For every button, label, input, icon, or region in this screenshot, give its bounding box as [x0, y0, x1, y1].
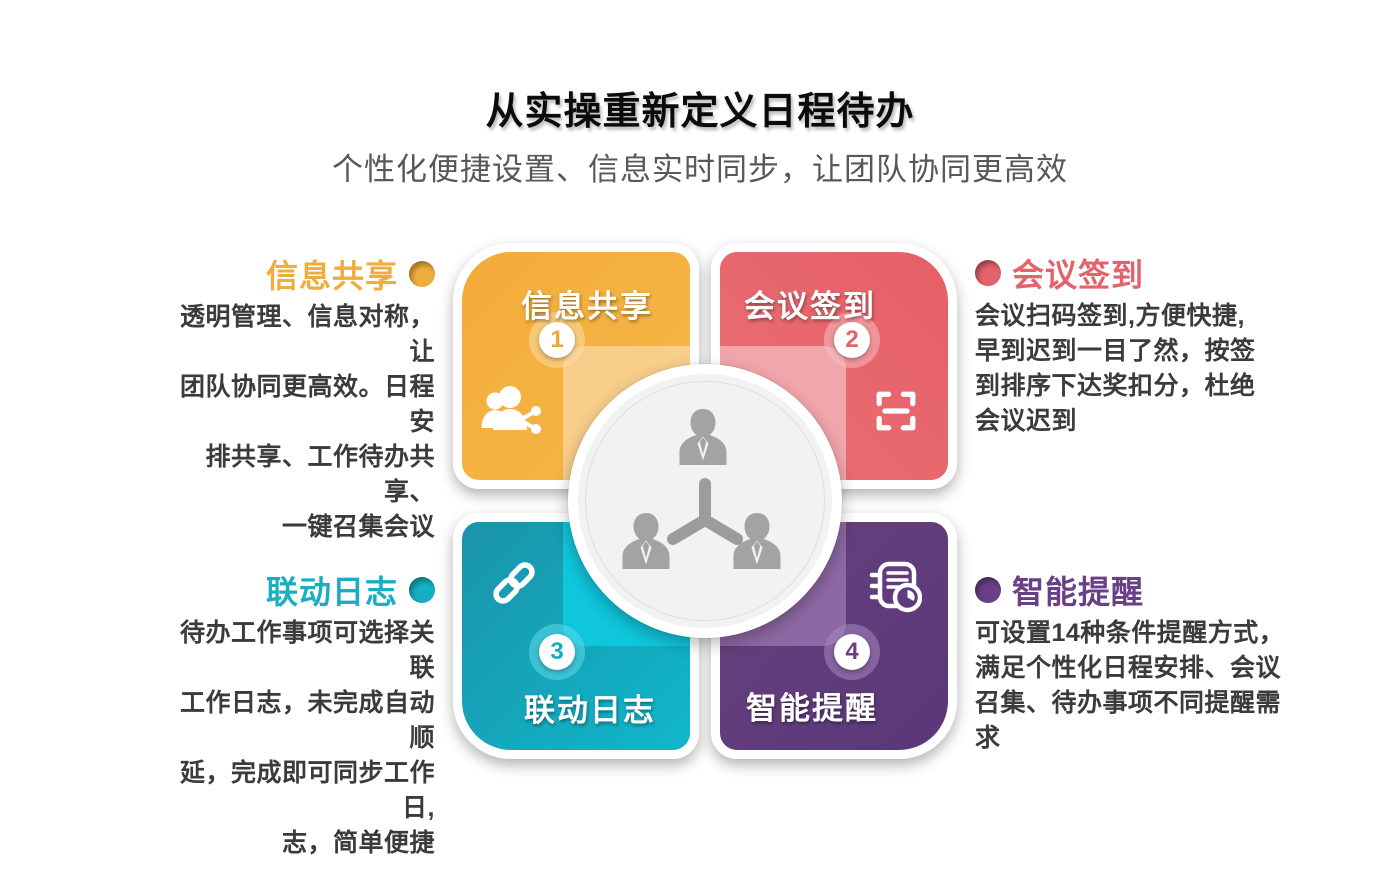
tile-label: 会议签到: [744, 289, 876, 324]
page-subtitle: 个性化便捷设置、信息实时同步，让团队协同更高效: [332, 152, 1068, 187]
step-badge-1: 1: [539, 322, 575, 358]
person-icon: [733, 513, 781, 569]
callout-heading: 会议签到: [1012, 257, 1145, 293]
step-number: 2: [845, 326, 859, 353]
scan-checkin-icon: [876, 391, 916, 431]
callout-smart-reminder: 智能提醒 可设置14种条件提醒方式， 满足个性化日程安排、会议 召集、待办事项不…: [975, 572, 1287, 756]
step-number: 1: [550, 326, 564, 353]
callout-meeting-checkin: 会议签到 会议扫码签到,方便快捷, 早到迟到一目了然，按签 到排序下达奖扣分，杜…: [975, 255, 1287, 439]
tile-label: 联动日志: [524, 693, 656, 728]
hub-inner-ring: [585, 381, 825, 621]
bullet-dot-icon: [409, 577, 435, 603]
tile-label: 信息共享: [521, 289, 653, 324]
bullet-dot-icon: [409, 261, 435, 287]
bullet-dot-icon: [975, 577, 1001, 603]
notebook-clock-icon: [869, 561, 922, 613]
network-connector-icon: [667, 478, 743, 545]
callout-heading: 信息共享: [265, 258, 398, 294]
callout-body: 会议扫码签到,方便快捷, 早到迟到一目了然，按签 到排序下达奖扣分，杜绝 会议迟…: [975, 302, 1256, 435]
callout-header: 联动日志: [155, 572, 435, 610]
tile-label: 智能提醒: [746, 691, 878, 726]
callout-heading: 联动日志: [265, 574, 398, 610]
people-share-icon: [481, 386, 541, 434]
callout-heading: 智能提醒: [1012, 574, 1145, 610]
callout-body: 透明管理、信息对称，让 团队协同更高效。日程安 排共享、工作待办共享、 一键召集…: [179, 303, 435, 541]
step-number: 3: [550, 638, 564, 665]
callout-info-share: 信息共享 透明管理、信息对称，让 团队协同更高效。日程安 排共享、工作待办共享、…: [155, 256, 435, 545]
person-icon: [679, 409, 727, 465]
callout-header: 信息共享: [155, 256, 435, 294]
step-badge-2: 2: [834, 322, 870, 358]
bullet-dot-icon: [975, 260, 1001, 286]
callout-header: 智能提醒: [975, 572, 1287, 610]
step-badge-3: 3: [539, 634, 575, 670]
person-icon: [622, 513, 670, 569]
step-number: 4: [845, 638, 859, 665]
page-title: 从实操重新定义日程待办: [485, 91, 915, 133]
step-badge-4: 4: [834, 634, 870, 670]
chain-link-icon: [493, 562, 535, 604]
callout-body: 待办工作事项可选择关联 工作日志，未完成自动顺 延，完成即可同步工作日, 志，简…: [179, 619, 435, 857]
callout-body: 可设置14种条件提醒方式， 满足个性化日程安排、会议 召集、待办事项不同提醒需 …: [975, 619, 1285, 752]
callout-linked-log: 联动日志 待办工作事项可选择关联 工作日志，未完成自动顺 延，完成即可同步工作日…: [155, 572, 435, 861]
callout-header: 会议签到: [975, 255, 1287, 293]
center-hub-circle: [568, 364, 842, 638]
